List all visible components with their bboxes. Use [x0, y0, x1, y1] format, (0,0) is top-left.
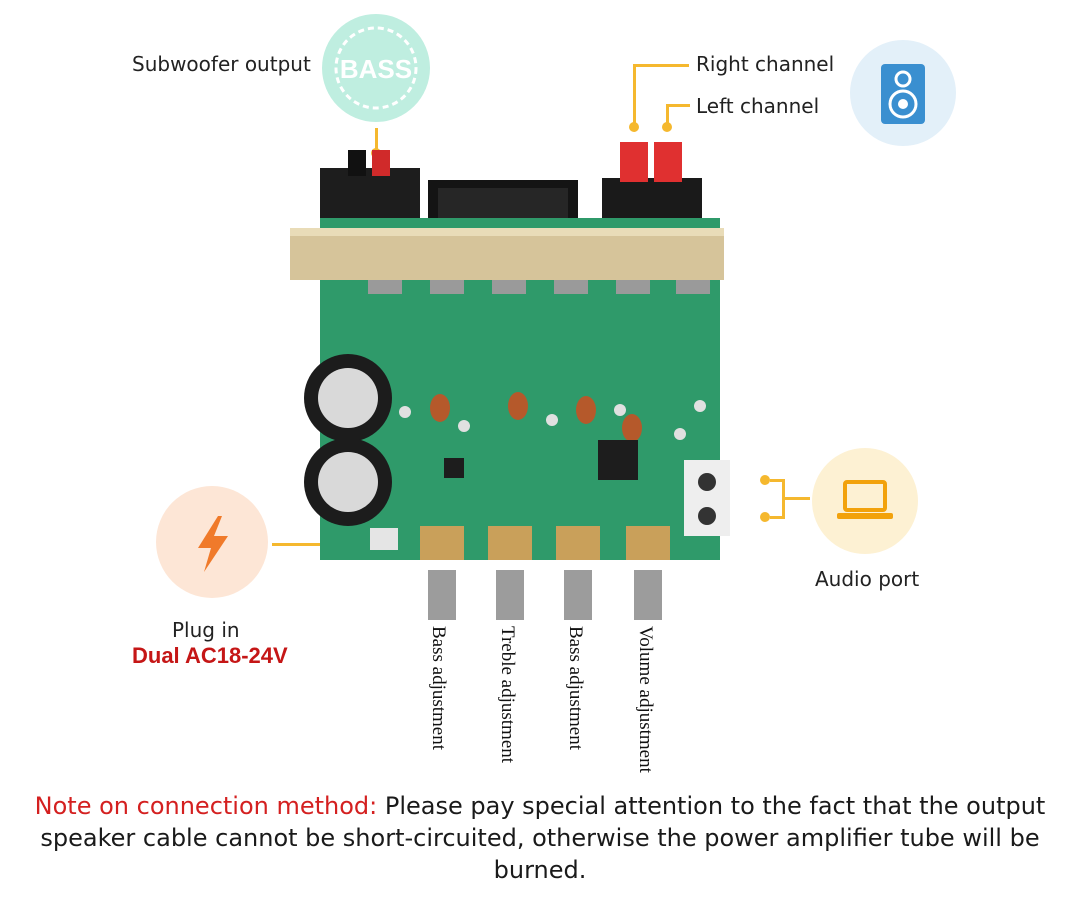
subwoofer-output-label: Subwoofer output	[132, 52, 311, 76]
right-channel-line-h	[633, 64, 689, 67]
power-connector-line	[272, 543, 364, 546]
audio-port-dot-bottom	[760, 512, 770, 522]
plug-in-label: Plug in	[172, 618, 240, 642]
left-channel-line-h	[666, 104, 690, 107]
knob-label-bass-2: Bass adjustment	[565, 626, 586, 751]
connection-note-body: Please pay special attention to the fact…	[40, 792, 1046, 884]
right-channel-label: Right channel	[696, 52, 835, 76]
speaker-terminal	[602, 142, 702, 226]
bass-badge-text: BASS	[340, 54, 412, 84]
power-connector	[370, 528, 398, 550]
left-channel-dot	[662, 122, 672, 132]
subwoofer-terminal	[320, 150, 420, 220]
knob-pots	[420, 526, 670, 620]
connection-note-lead: Note on connection method:	[34, 792, 378, 820]
subwoofer-connector-line	[375, 128, 378, 150]
laptop-icon	[812, 448, 918, 554]
lightning-icon	[156, 486, 268, 598]
audio-port-label: Audio port	[815, 567, 920, 591]
audio-bracket-top	[770, 479, 784, 482]
left-channel-line-v	[666, 104, 669, 124]
audio-port-dot-top	[760, 475, 770, 485]
knob-label-volume: Volume adjustment	[635, 626, 656, 773]
speaker-icon	[850, 40, 956, 146]
connection-note: Note on connection method: Please pay sp…	[20, 790, 1060, 886]
bass-icon: BASS	[322, 14, 430, 122]
audio-bracket-bottom	[770, 516, 784, 519]
left-channel-label: Left channel	[696, 94, 820, 118]
power-spec-label: Dual AC18-24V	[132, 643, 288, 668]
audio-bracket-stem	[782, 497, 810, 500]
right-channel-line-v	[633, 64, 636, 124]
heatsink	[290, 228, 724, 280]
right-channel-dot	[629, 122, 639, 132]
knob-label-bass-1: Bass adjustment	[428, 626, 449, 751]
amplifier-board	[290, 142, 730, 620]
knob-label-treble: Treble adjustment	[497, 626, 518, 764]
